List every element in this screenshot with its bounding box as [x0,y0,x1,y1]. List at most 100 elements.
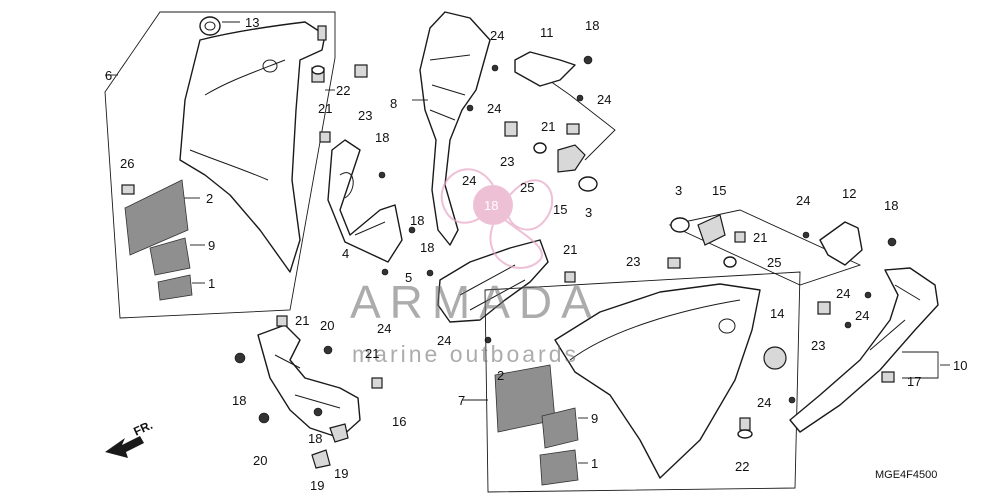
callout-18: 18 [884,198,898,213]
watermark-logo: 18 [440,168,554,269]
callout-23: 23 [358,108,372,123]
bolt-24d [576,94,584,102]
callout-24: 24 [462,173,476,188]
callout-9: 9 [591,411,598,426]
callout-18: 18 [410,213,424,228]
callout-21: 21 [563,242,577,257]
cowl-hole-lower [718,318,736,334]
panel-slot [339,172,354,199]
watermark-logo-number: 18 [484,198,498,213]
collar-25a [533,142,547,154]
middle-inner-panel [327,139,403,263]
callout-24: 24 [836,286,850,301]
grommet-14 [763,346,787,370]
front-arrow-icon [105,436,144,458]
callout-21: 21 [365,346,379,361]
grommet-13-inner [204,21,216,31]
callout-23: 23 [626,254,640,269]
callout-24: 24 [377,321,391,336]
callout-20: 20 [253,453,267,468]
callout-22: 22 [336,83,350,98]
side-panel-10 [789,267,939,433]
callout-18: 18 [308,431,322,446]
callout-2: 2 [497,368,504,383]
bolt-24f [802,231,810,239]
callout-21: 21 [295,313,309,328]
callout-14: 14 [770,306,784,321]
inner-panel-8 [419,11,491,246]
group-outline-7 [484,271,801,493]
bolt-24a [381,268,389,276]
side-panel-lines [869,284,921,351]
watermark-blade-2 [506,179,554,231]
bolt-18f [234,352,246,364]
clip-23b [504,121,518,137]
pad-9-lower [541,407,579,449]
callout-22: 22 [735,459,749,474]
callout-24: 24 [597,92,611,107]
bolt-24e [484,336,492,344]
bracket-12 [819,221,863,266]
bolt-24b [491,64,499,72]
lower-right-cowl [554,283,761,479]
bolt-18c [426,269,434,277]
callout-3: 3 [585,205,592,220]
callout-21: 21 [541,119,555,134]
bolt-24i [788,396,796,404]
cowl-hole [262,59,278,73]
callout-18: 18 [375,130,389,145]
callout-21: 21 [318,101,332,116]
callout-17: 17 [907,374,921,389]
callout-24: 24 [757,395,771,410]
watermark-blade-1 [440,168,494,224]
callout-5: 5 [405,270,412,285]
bracket-10 [902,351,939,379]
callout-24: 24 [855,308,869,323]
callout-16: 16 [392,414,406,429]
group-outline-6 [104,11,336,319]
bolt-18g [313,407,323,417]
screw-22b-head [737,429,753,439]
callout-24: 24 [796,193,810,208]
cover-lines [274,354,341,409]
callout-11: 11 [540,25,554,40]
grommet-13 [199,16,221,36]
grommet-19a [329,423,349,443]
callout-24: 24 [490,28,504,43]
panel-lines [459,264,526,311]
panel-ribs [429,54,471,121]
pad-9-upper [149,237,191,276]
callout-9: 9 [208,238,215,253]
callout-19: 19 [334,466,348,481]
callout-24: 24 [437,333,451,348]
bolt-18b [408,226,416,234]
callout-25: 25 [767,255,781,270]
nut-21a [319,131,331,143]
callout-15: 15 [553,202,567,217]
panel-edge [354,221,386,236]
clip-23d [817,301,831,315]
clip-23c [667,257,681,269]
group-outline-12 [668,209,862,286]
nut-21e [276,315,288,327]
callout-23: 23 [811,338,825,353]
upper-left-cowl [179,21,326,273]
clip-26 [121,184,135,195]
callout-15: 15 [712,183,726,198]
cowl-tab [317,25,327,41]
callout-1: 1 [591,456,598,471]
callout-8: 8 [390,96,397,111]
callout-18: 18 [420,240,434,255]
cowl-crease-lower [569,299,741,361]
clip-17 [881,371,895,383]
cowl-crease-upper [204,59,286,96]
bolt-18e [887,237,897,247]
bolt-24h [864,291,872,299]
callout-6: 6 [105,68,112,83]
grommet-3a [578,176,598,192]
callout-23: 23 [500,154,514,169]
watermark-brand: ARMADA [350,276,601,328]
callout-25: 25 [520,180,534,195]
bolt-24c [466,104,474,112]
